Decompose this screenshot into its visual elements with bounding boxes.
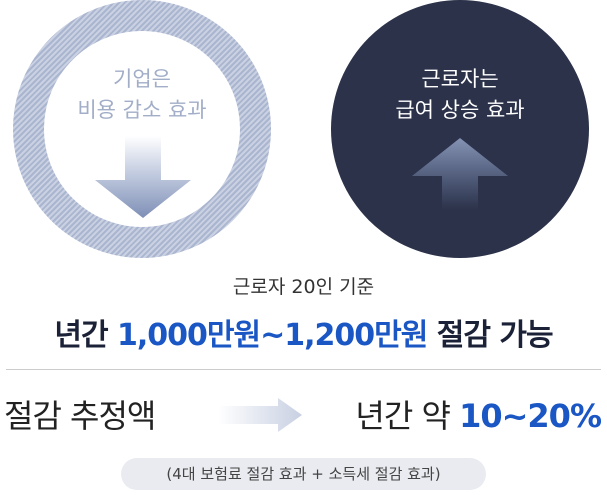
savings-headline: 년간 1,000만원~1,200만원 절감 가능 bbox=[0, 310, 607, 354]
arrow-down-icon bbox=[95, 136, 191, 218]
company-cost-line2: 비용 감소 효과 bbox=[77, 98, 207, 122]
headline-suffix: 절감 가능 bbox=[427, 318, 554, 353]
divider bbox=[6, 369, 601, 370]
company-cost-circle: 기업은 비용 감소 효과 bbox=[13, 0, 271, 258]
basis-subtitle: 근로자 20인 기준 bbox=[232, 276, 375, 298]
savings-note-badge: (4대 보험료 절감 효과 + 소득세 절감 효과) bbox=[121, 458, 486, 490]
company-cost-line1: 기업은 bbox=[113, 67, 171, 91]
estimate-label: 절감 추정액 bbox=[4, 397, 156, 435]
headline-amount: 1,000만원~1,200만원 bbox=[117, 318, 428, 353]
company-cost-text: 기업은 비용 감소 효과 bbox=[13, 64, 271, 126]
employee-salary-circle: 근로자는 급여 상승 효과 bbox=[331, 0, 589, 258]
employee-salary-text: 근로자는 급여 상승 효과 bbox=[331, 64, 589, 126]
arrow-right-icon bbox=[218, 398, 302, 432]
arrow-up-icon bbox=[412, 138, 508, 210]
headline-prefix: 년간 bbox=[54, 318, 118, 353]
employee-salary-line2: 급여 상승 효과 bbox=[395, 98, 525, 122]
estimate-value: 년간 약 10~20% bbox=[355, 391, 602, 437]
estimate-value-percent: 10~20% bbox=[459, 397, 602, 435]
estimate-value-prefix: 년간 약 bbox=[355, 397, 460, 435]
employee-salary-line1: 근로자는 bbox=[421, 67, 499, 91]
